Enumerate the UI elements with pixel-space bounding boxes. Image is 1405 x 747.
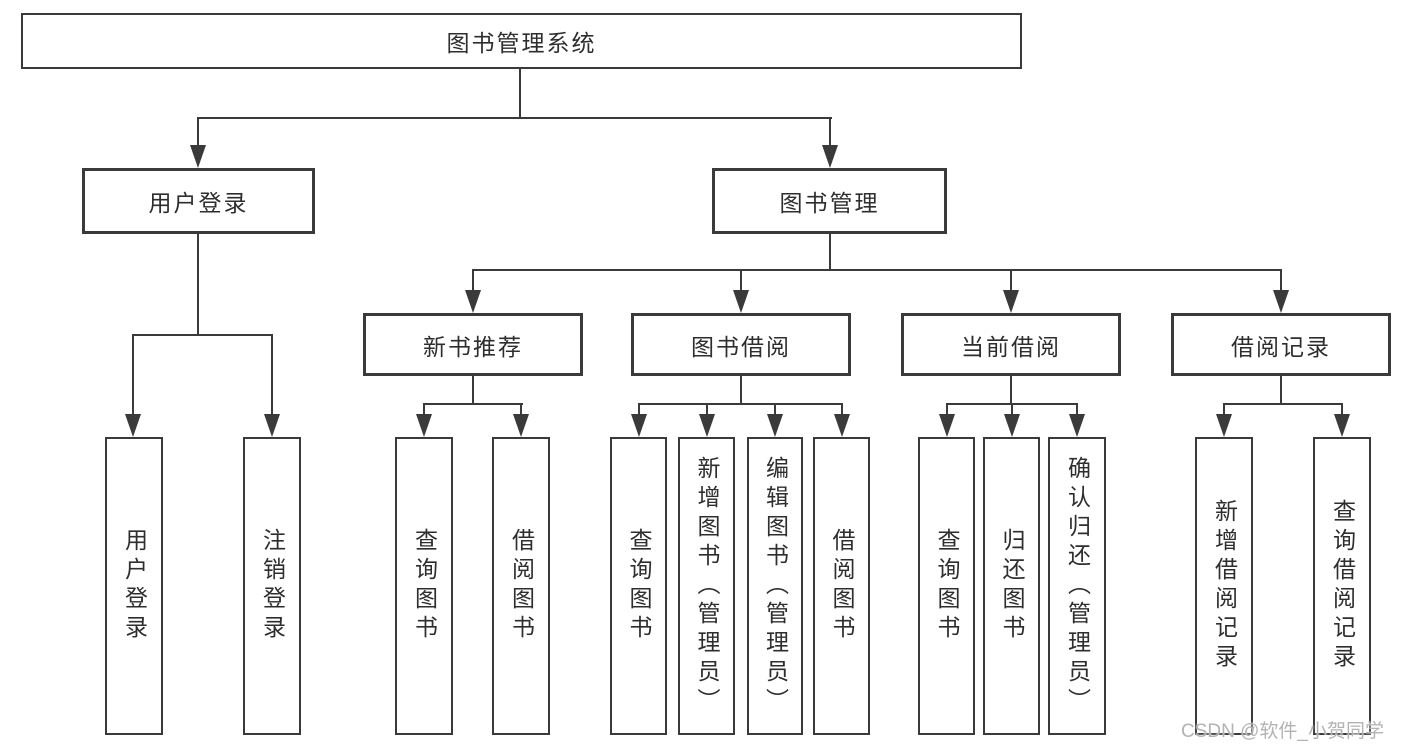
watermark: CSDN @软件_小贺同学 bbox=[1181, 721, 1384, 742]
leaf-borrow-books: 借阅图书 bbox=[813, 437, 870, 735]
connector-line bbox=[638, 403, 640, 418]
leaf-add-book-admin: 新增图书（管理员） bbox=[678, 437, 735, 735]
arrow-down-icon bbox=[513, 414, 529, 437]
leaf-confirm-return-admin: 确认归还（管理员） bbox=[1048, 437, 1106, 735]
connector-line bbox=[132, 334, 273, 336]
leaf-logout: 注销登录 bbox=[243, 437, 301, 735]
connector-line bbox=[519, 68, 521, 118]
arrow-down-icon bbox=[767, 414, 783, 437]
leaf-query-books-recommend: 查询图书 bbox=[395, 437, 453, 735]
connector-line bbox=[1223, 403, 1343, 405]
connector-line bbox=[197, 117, 199, 149]
leaf-add-borrow-record: 新增借阅记录 bbox=[1195, 437, 1253, 735]
node-borrow-records: 借阅记录 bbox=[1171, 313, 1391, 376]
arrow-down-icon bbox=[699, 414, 715, 437]
arrow-down-icon bbox=[125, 414, 141, 437]
arrow-down-icon bbox=[1273, 290, 1289, 313]
connector-line bbox=[472, 269, 1282, 271]
arrow-down-icon bbox=[834, 414, 850, 437]
arrow-down-icon bbox=[1004, 414, 1020, 437]
connector-line bbox=[1223, 403, 1225, 418]
connector-line bbox=[740, 269, 742, 294]
connector-line bbox=[1341, 403, 1343, 418]
connector-line bbox=[472, 269, 474, 294]
leaf-user-login: 用户登录 bbox=[105, 437, 163, 735]
node-book-management: 图书管理 bbox=[712, 168, 947, 234]
node-user-login: 用户登录 bbox=[82, 168, 315, 234]
leaf-return-books: 归还图书 bbox=[983, 437, 1040, 735]
connector-line bbox=[829, 117, 831, 149]
leaf-query-books-borrow: 查询图书 bbox=[610, 437, 667, 735]
connector-line bbox=[1011, 403, 1013, 418]
connector-line bbox=[1280, 269, 1282, 294]
arrow-down-icon bbox=[1069, 414, 1085, 437]
connector-line bbox=[706, 403, 708, 418]
leaf-query-books-current: 查询图书 bbox=[918, 437, 975, 735]
arrow-down-icon bbox=[631, 414, 647, 437]
connector-line bbox=[1280, 375, 1282, 405]
arrow-down-icon bbox=[416, 414, 432, 437]
arrow-down-icon bbox=[190, 145, 206, 168]
arrow-down-icon bbox=[733, 290, 749, 313]
arrow-down-icon bbox=[1216, 414, 1232, 437]
connector-line bbox=[638, 403, 843, 405]
connector-line bbox=[774, 403, 776, 418]
connector-line bbox=[946, 403, 948, 418]
arrow-down-icon bbox=[1334, 414, 1350, 437]
connector-line bbox=[829, 233, 831, 271]
connector-line bbox=[1010, 269, 1012, 294]
connector-line bbox=[1076, 403, 1078, 418]
connector-line bbox=[740, 375, 742, 405]
connector-line bbox=[1010, 375, 1012, 405]
arrow-down-icon bbox=[939, 414, 955, 437]
node-book-borrow: 图书借阅 bbox=[631, 313, 851, 376]
arrow-down-icon bbox=[264, 414, 280, 437]
leaf-borrow-books-recommend: 借阅图书 bbox=[492, 437, 550, 735]
connector-line bbox=[132, 334, 134, 419]
node-root: 图书管理系统 bbox=[21, 13, 1022, 69]
arrow-down-icon bbox=[465, 290, 481, 313]
arrow-down-icon bbox=[1003, 290, 1019, 313]
leaf-edit-book-admin: 编辑图书（管理员） bbox=[747, 437, 803, 735]
connector-line bbox=[423, 403, 523, 405]
connector-line bbox=[841, 403, 843, 418]
node-current-borrow: 当前借阅 bbox=[901, 313, 1121, 376]
leaf-query-borrow-record: 查询借阅记录 bbox=[1313, 437, 1371, 735]
connector-line bbox=[520, 403, 522, 418]
connector-line bbox=[472, 375, 474, 405]
node-new-book-recommend: 新书推荐 bbox=[363, 313, 583, 376]
arrow-down-icon bbox=[822, 145, 838, 168]
connector-line bbox=[423, 403, 425, 418]
connector-line bbox=[197, 233, 199, 336]
connector-line bbox=[271, 334, 273, 419]
connector-line bbox=[197, 117, 832, 119]
